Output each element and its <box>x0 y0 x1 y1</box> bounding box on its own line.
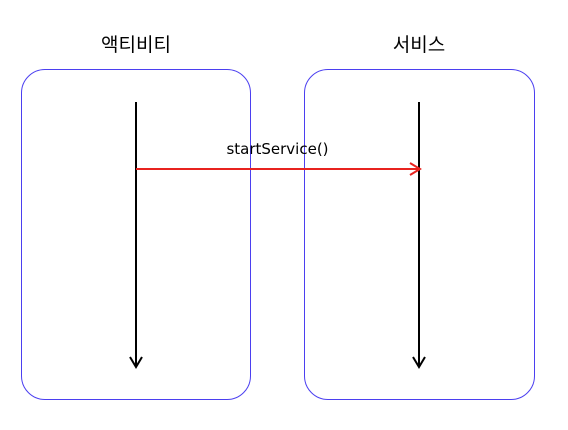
service-lifeline <box>412 102 426 369</box>
activity-title: 액티비티 <box>101 34 171 56</box>
service-title: 서비스 <box>392 34 446 56</box>
start-service-label: startService() <box>226 140 329 158</box>
activity-lifeline <box>129 102 143 369</box>
start-service-arrow <box>136 162 422 176</box>
